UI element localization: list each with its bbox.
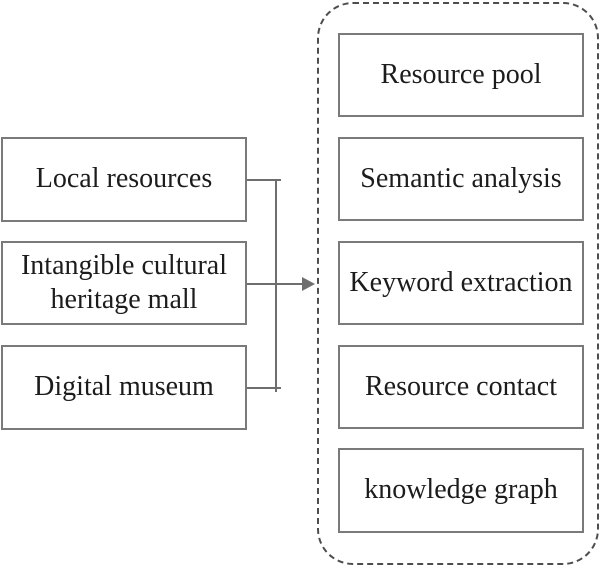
box-intangible-cultural-heritage-mall-label: Intangible cultural heritage mall [20,249,228,315]
box-knowledge-graph: knowledge graph [338,448,584,533]
box-semantic-analysis: Semantic analysis [338,137,584,221]
box-digital-museum-label: Digital museum [34,371,214,403]
box-intangible-cultural-heritage-mall: Intangible cultural heritage mall [1,241,247,325]
box-resource-contact: Resource contact [338,345,584,429]
box-semantic-analysis-label: Semantic analysis [360,162,562,194]
box-digital-museum: Digital museum [1,345,247,430]
connector-arrow-head-icon [302,277,315,291]
box-resource-pool-label: Resource pool [380,58,542,90]
box-local-resources: Local resources [1,137,247,222]
box-resource-contact-label: Resource contact [364,370,558,402]
box-knowledge-graph-label: knowledge graph [364,474,558,506]
processing-group-container [317,2,599,565]
box-keyword-extraction: Keyword extraction [338,241,584,325]
box-local-resources-label: Local resources [35,163,213,195]
box-keyword-extraction-label: Keyword extraction [349,266,573,298]
box-resource-pool: Resource pool [338,33,584,117]
